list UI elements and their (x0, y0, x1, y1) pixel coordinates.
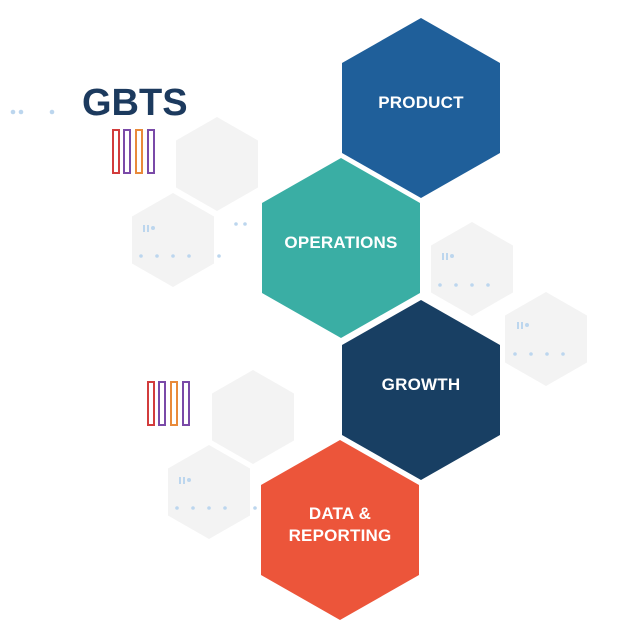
hexagon-label-line: GROWTH (382, 375, 461, 394)
hexagon-label-line: REPORTING (289, 526, 392, 545)
stripe-bars-top (112, 129, 155, 174)
hexagon-label-line: OPERATIONS (284, 233, 397, 252)
ghost-hexagon (505, 292, 587, 386)
hexagon-label-line: DATA & (309, 504, 371, 523)
hexagon-label-line: PRODUCT (378, 93, 464, 112)
hexagon-product-shape (342, 18, 500, 198)
brand-title: GBTS (82, 82, 188, 124)
ghost-hexagon (431, 222, 513, 316)
hexagon-growth[interactable]: GROWTH (342, 300, 500, 480)
hexagon-data-reporting-shape (261, 440, 419, 620)
ghost-hexagon (132, 193, 214, 287)
hexagon-operations-shape (262, 158, 420, 338)
hexagon-operations[interactable]: OPERATIONS (262, 158, 420, 338)
hexagon-product-label: PRODUCT (378, 93, 464, 112)
stripe-bars-bottom (147, 381, 190, 426)
hexagon-growth-label: GROWTH (382, 375, 461, 394)
ghost-hexagon (168, 445, 250, 539)
hexagon-data-reporting[interactable]: DATA & REPORTING (261, 440, 419, 620)
dot-pattern (10, 109, 565, 510)
hexagon-operations-label: OPERATIONS (284, 233, 397, 252)
ghost-hexagon (176, 117, 258, 211)
background-decor (10, 109, 587, 539)
hexagon-product[interactable]: PRODUCT (342, 18, 500, 198)
hexagon-data-reporting-label: DATA & REPORTING (289, 504, 392, 545)
hexagon-growth-shape (342, 300, 500, 480)
main-hexagons: PRODUCT OPERATIONS GROWTH DATA & REPORTIN… (261, 18, 500, 620)
ghost-hexagon (212, 370, 294, 464)
